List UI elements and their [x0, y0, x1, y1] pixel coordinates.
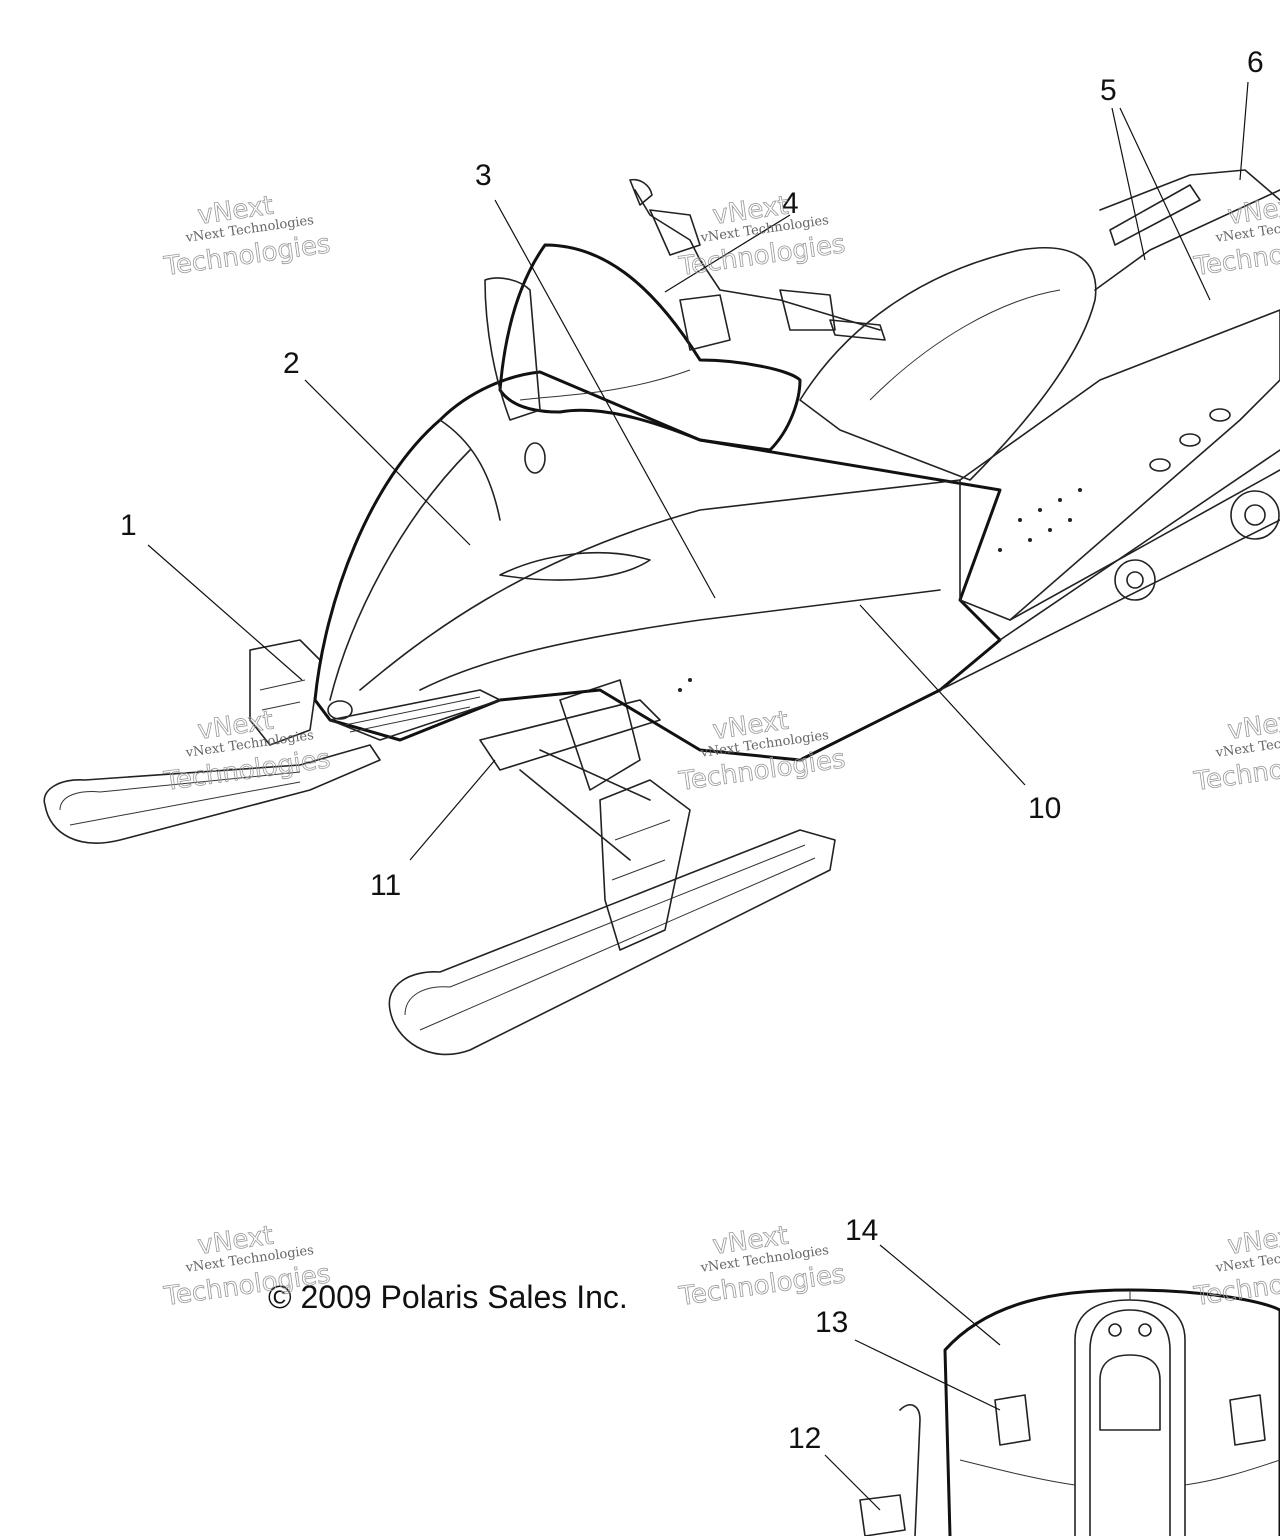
- rear-suspension: [1009, 408, 1280, 621]
- tunnel: [939, 169, 1280, 691]
- tunnel-rivets: [678, 488, 1082, 692]
- callout-2: 2: [283, 347, 300, 380]
- leader-12: [824, 1454, 881, 1511]
- watermark: vNext vNext Technologies Technologies: [1191, 1220, 1280, 1312]
- right-ski: [388, 779, 836, 1056]
- watermark: vNext vNext Technologies Technologies: [161, 705, 332, 797]
- handlebars: [629, 178, 886, 351]
- callout-10: 10: [1028, 792, 1061, 825]
- seat: [799, 247, 1097, 481]
- hood: [313, 370, 1002, 762]
- leader-5a: [1111, 107, 1146, 261]
- leader-3: [494, 199, 716, 599]
- callout-1: 1: [120, 509, 137, 542]
- callout-11: 11: [370, 869, 401, 902]
- leader-1: [147, 544, 303, 681]
- callout-13: 13: [815, 1306, 848, 1339]
- callout-6: 6: [1247, 46, 1264, 79]
- leader-10: [859, 604, 1026, 786]
- callout-14: 14: [845, 1214, 878, 1247]
- leader-6: [1239, 81, 1249, 181]
- callouts: 1 2 3 4 5 6 10 11 12 13 14: [120, 46, 1264, 1455]
- windshield: [484, 243, 802, 474]
- callout-3: 3: [475, 159, 492, 192]
- left-ski: [43, 639, 381, 844]
- callout-5: 5: [1100, 74, 1117, 107]
- leader-13: [854, 1339, 1001, 1411]
- snowmobile-drawing: [43, 169, 1280, 1056]
- watermark: vNext vNext Technologies Technologies: [1191, 705, 1280, 797]
- leader-lines: [147, 81, 1249, 1511]
- watermark: vNext vNext Technologies Technologies: [676, 1220, 847, 1312]
- leader-11: [409, 759, 496, 861]
- rear-view-drawing: [859, 1288, 1280, 1536]
- watermark: vNext vNext Technologies Technologies: [161, 190, 332, 282]
- copyright-text: © 2009 Polaris Sales Inc.: [268, 1279, 628, 1315]
- watermarks: vNext vNext Technologies Technologies vN…: [161, 190, 1280, 1312]
- front-suspension: [479, 679, 661, 861]
- callout-12: 12: [788, 1422, 821, 1455]
- callout-4: 4: [782, 187, 799, 220]
- leader-2: [304, 379, 471, 546]
- leader-14: [879, 1244, 1001, 1346]
- leader-4: [664, 214, 791, 293]
- leader-5b: [1119, 107, 1211, 301]
